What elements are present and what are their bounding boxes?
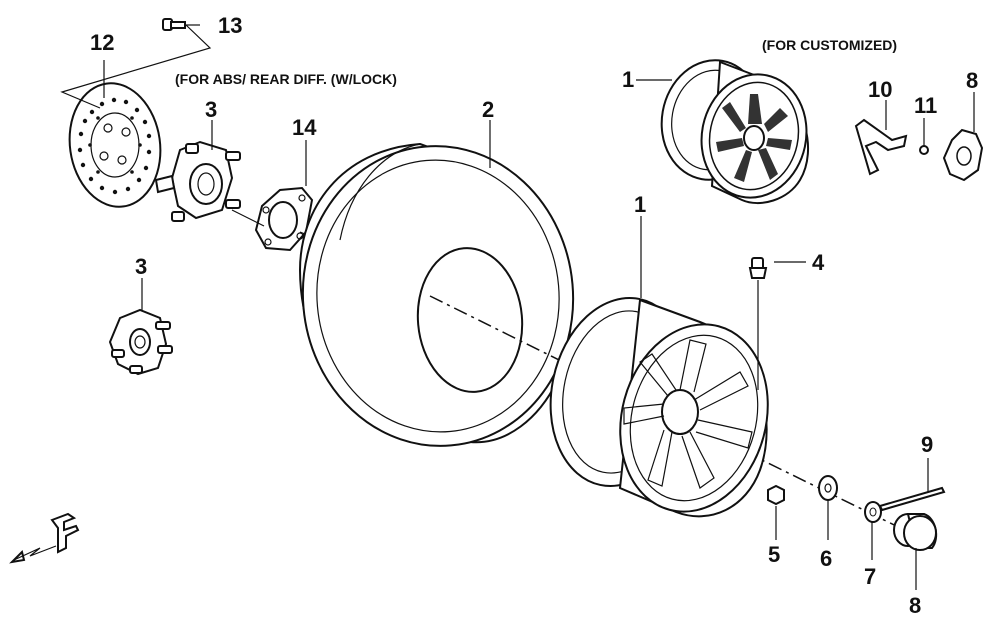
tire-part (298, 142, 575, 447)
callout-14: 14 (292, 115, 317, 140)
callout-2: 2 (482, 97, 494, 122)
callout-1-main: 1 (634, 192, 646, 217)
hub-cap-upper-part (942, 128, 984, 182)
valve-stem-part (748, 257, 768, 279)
callout-3-lower: 3 (135, 254, 147, 279)
callout-4: 4 (812, 250, 825, 275)
abs-note: (FOR ABS/ REAR DIFF. (W/LOCK) (175, 71, 397, 87)
hub-cap-lower-part (893, 513, 938, 551)
callout-3-upper: 3 (205, 97, 217, 122)
callout-13: 13 (218, 13, 242, 38)
pin-part (919, 145, 929, 155)
wheel-hub-upper-part (154, 140, 241, 222)
callout-8-upper: 8 (966, 68, 978, 93)
callout-7: 7 (864, 564, 876, 589)
leader-13-to-12 (60, 24, 212, 109)
callout-6: 6 (820, 546, 832, 571)
lug-nut-part (767, 484, 785, 506)
washer-part (818, 475, 838, 501)
callout-1-customized: 1 (622, 67, 634, 92)
brake-disc-part (68, 82, 162, 208)
customized-note: (FOR CUSTOMIZED) (762, 37, 897, 53)
wheel-hub-lower-part (108, 308, 173, 376)
hub-spacer-part (254, 186, 314, 252)
callout-8-lower: 8 (909, 593, 921, 618)
axis-line-hub (231, 209, 265, 227)
disc-bolt-part (162, 18, 186, 31)
customized-wheel-rim-part (660, 59, 809, 205)
castle-nut-part (864, 501, 882, 523)
callout-10: 10 (868, 77, 892, 102)
callout-5: 5 (768, 542, 780, 567)
callout-12: 12 (90, 30, 114, 55)
valve-bracket-part (854, 118, 908, 176)
callout-9: 9 (921, 432, 933, 457)
front-direction-arrow-icon (9, 512, 80, 564)
callout-11: 11 (914, 93, 937, 118)
leader-lines (103, 24, 975, 590)
wheel-rim-part (549, 297, 769, 518)
cotter-pin-part (878, 486, 946, 512)
